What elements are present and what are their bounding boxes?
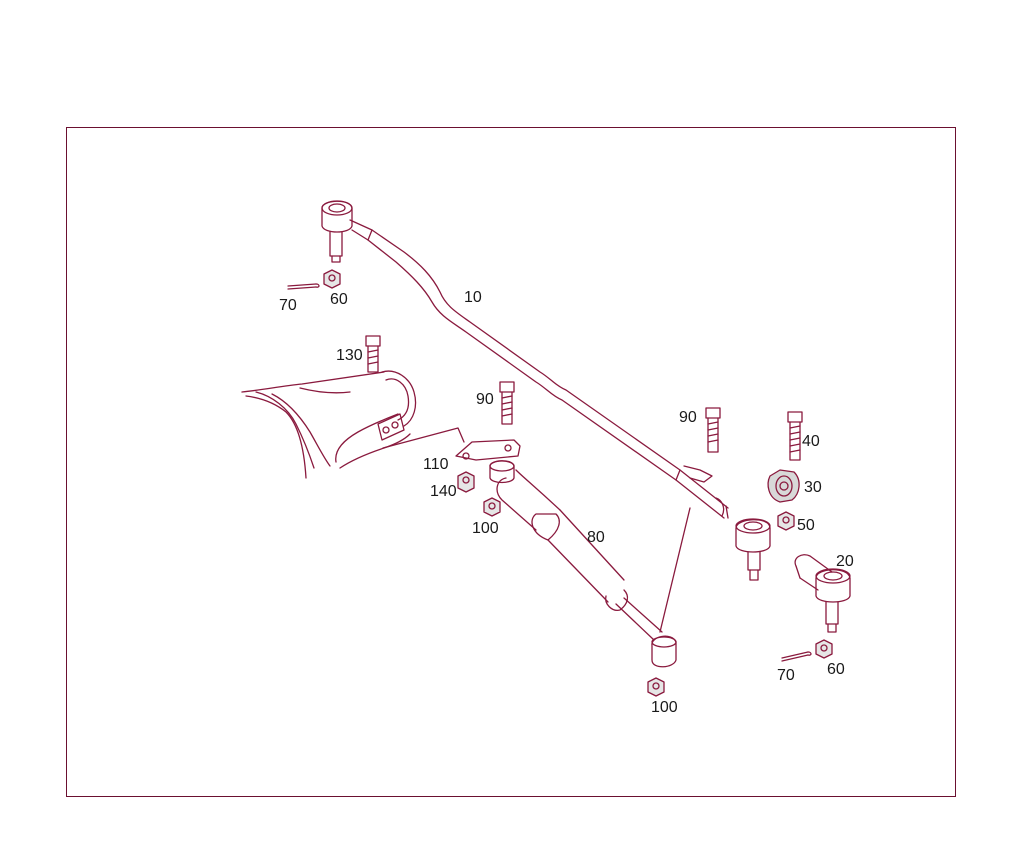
label-70-left: 70 (279, 297, 297, 314)
tie-rod (321, 200, 771, 581)
bolt-90-left (499, 381, 515, 425)
tie-rod-end-right (794, 554, 851, 633)
label-60-left: 60 (330, 291, 348, 308)
leader-line (659, 507, 691, 633)
label-100-upper: 100 (472, 520, 499, 537)
leader-line (382, 427, 465, 449)
label-20: 20 (836, 553, 854, 570)
label-10: 10 (464, 289, 482, 306)
nut-100-lower (647, 677, 665, 697)
label-110: 110 (423, 456, 449, 473)
label-140: 140 (430, 483, 457, 500)
nut-140 (457, 471, 475, 493)
diagram-frame (66, 127, 956, 797)
nut-100-upper (483, 497, 501, 517)
cotter-pin-right (781, 651, 812, 662)
bolt-130 (365, 335, 381, 373)
label-90-right: 90 (679, 409, 697, 426)
clamp (767, 469, 800, 503)
label-100-lower: 100 (651, 699, 678, 716)
castle-nut-left (323, 269, 341, 289)
label-60-right: 60 (827, 661, 845, 678)
part-labels: 10 20 30 40 50 60 60 70 70 80 90 90 100 … (279, 289, 854, 716)
label-90-left: 90 (476, 391, 494, 408)
nut-50 (777, 511, 795, 531)
castle-nut-right (815, 639, 833, 659)
bolt-40 (787, 411, 803, 461)
cotter-pin-left (287, 283, 320, 290)
label-50: 50 (797, 517, 815, 534)
label-70-right: 70 (777, 667, 795, 684)
bolt-90-right (705, 407, 721, 453)
label-30: 30 (804, 479, 822, 496)
label-80: 80 (587, 529, 605, 546)
label-40: 40 (802, 433, 820, 450)
steering-knuckle-housing (241, 370, 417, 479)
label-130: 130 (336, 347, 363, 364)
bracket (455, 439, 521, 461)
steering-damper (489, 460, 677, 668)
